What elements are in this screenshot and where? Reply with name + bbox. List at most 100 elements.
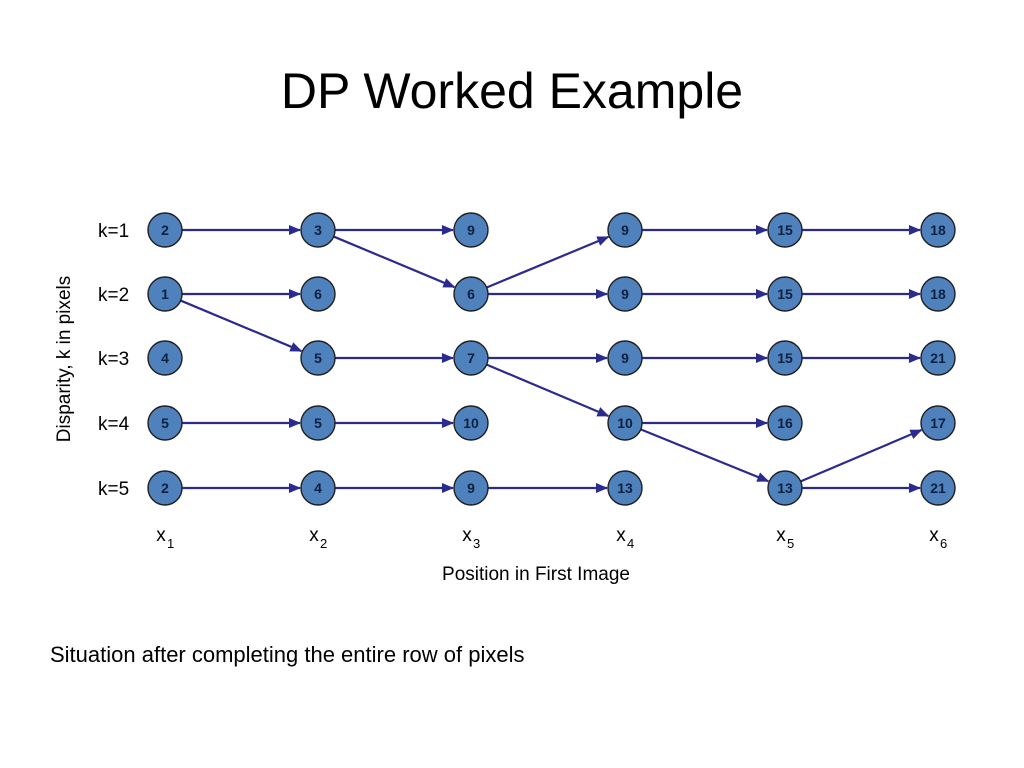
node-value: 15: [777, 222, 793, 238]
column-label-subscript: 5: [787, 536, 794, 551]
node-x2-k2: 6: [300, 276, 336, 312]
node-circle: [300, 405, 336, 441]
node-value: 5: [314, 415, 322, 431]
node-x3-k2: 6: [453, 276, 489, 312]
node-value: 4: [161, 350, 169, 366]
node-circle: [300, 212, 336, 248]
node-x6-k5: 21: [920, 470, 956, 506]
node-circle: [607, 470, 643, 506]
node-x3-k5: 9: [453, 470, 489, 506]
node-x6-k2: 18: [920, 276, 956, 312]
node-circle: [147, 470, 183, 506]
node-circle: [607, 276, 643, 312]
node-circle: [453, 276, 489, 312]
row-labels: k=1k=2k=3k=4k=5: [98, 221, 130, 500]
node-circle: [453, 470, 489, 506]
node-circle: [147, 405, 183, 441]
row-label-k5: k=5: [98, 479, 129, 500]
row-label-k1: k=1: [98, 221, 129, 242]
node-value: 13: [617, 480, 633, 496]
node-circle: [767, 276, 803, 312]
y-axis-label: Disparity, k in pixels: [54, 276, 75, 442]
node-circle: [147, 340, 183, 376]
node-circle: [607, 340, 643, 376]
node-value: 16: [777, 415, 793, 431]
node-value: 9: [621, 286, 629, 302]
node-x3-k1: 9: [453, 212, 489, 248]
node-circle: [147, 212, 183, 248]
node-circle: [453, 340, 489, 376]
node-circle: [767, 405, 803, 441]
node-x2-k4: 5: [300, 405, 336, 441]
column-label-base: x: [462, 525, 472, 546]
node-value: 2: [161, 480, 169, 496]
node-circle: [453, 212, 489, 248]
node-circle: [920, 276, 956, 312]
node-circle: [920, 470, 956, 506]
node-x5-k5: 13: [767, 470, 803, 506]
node-value: 5: [314, 350, 322, 366]
column-label-subscript: 3: [473, 536, 480, 551]
node-value: 10: [617, 415, 633, 431]
node-x4-k4: 10: [607, 405, 643, 441]
node-circle: [453, 405, 489, 441]
node-x2-k3: 5: [300, 340, 336, 376]
node-circle: [920, 405, 956, 441]
node-x1-k1: 2: [147, 212, 183, 248]
edge-arrow-x1k2-to-x2k3: [180, 299, 303, 353]
node-value: 17: [930, 415, 946, 431]
node-x2-k5: 4: [300, 470, 336, 506]
node-x1-k4: 5: [147, 405, 183, 441]
edge-arrow-x3k3-to-x4k4: [486, 363, 610, 418]
edge-arrow-x2k1-to-x3k2: [333, 235, 456, 289]
node-circle: [300, 340, 336, 376]
node-value: 9: [467, 480, 475, 496]
node-circle: [920, 340, 956, 376]
node-value: 21: [930, 350, 946, 366]
column-label-subscript: 4: [627, 536, 634, 551]
node-x3-k3: 7: [453, 340, 489, 376]
node-circle: [607, 405, 643, 441]
node-x6-k3: 21: [920, 340, 956, 376]
node-value: 9: [621, 350, 629, 366]
row-label-k4: k=4: [98, 414, 130, 435]
node-circle: [767, 470, 803, 506]
column-label-base: x: [616, 525, 626, 546]
node-value: 15: [777, 286, 793, 302]
row-label-k3: k=3: [98, 349, 129, 370]
node-value: 18: [930, 222, 946, 238]
column-label-subscript: 1: [167, 536, 174, 551]
node-x1-k2: 1: [147, 276, 183, 312]
node-value: 15: [777, 350, 793, 366]
node-circle: [607, 212, 643, 248]
node-value: 9: [467, 222, 475, 238]
slide-caption: Situation after completing the entire ro…: [50, 642, 525, 667]
node-x4-k1: 9: [607, 212, 643, 248]
edge-arrow-x3k2-to-x4k1: [486, 235, 610, 289]
node-value: 2: [161, 222, 169, 238]
node-x3-k4: 10: [453, 405, 489, 441]
edges-layer: [180, 225, 923, 493]
column-label-base: x: [776, 525, 786, 546]
node-x6-k1: 18: [920, 212, 956, 248]
node-value: 3: [314, 222, 322, 238]
node-value: 21: [930, 480, 946, 496]
node-circle: [300, 470, 336, 506]
node-circle: [767, 340, 803, 376]
node-circle: [767, 212, 803, 248]
column-label-subscript: 2: [320, 536, 327, 551]
node-x2-k1: 3: [300, 212, 336, 248]
node-x1-k3: 4: [147, 340, 183, 376]
column-label-base: x: [156, 525, 166, 546]
node-value: 7: [467, 350, 475, 366]
node-x5-k2: 15: [767, 276, 803, 312]
node-x4-k3: 9: [607, 340, 643, 376]
node-value: 6: [467, 286, 475, 302]
